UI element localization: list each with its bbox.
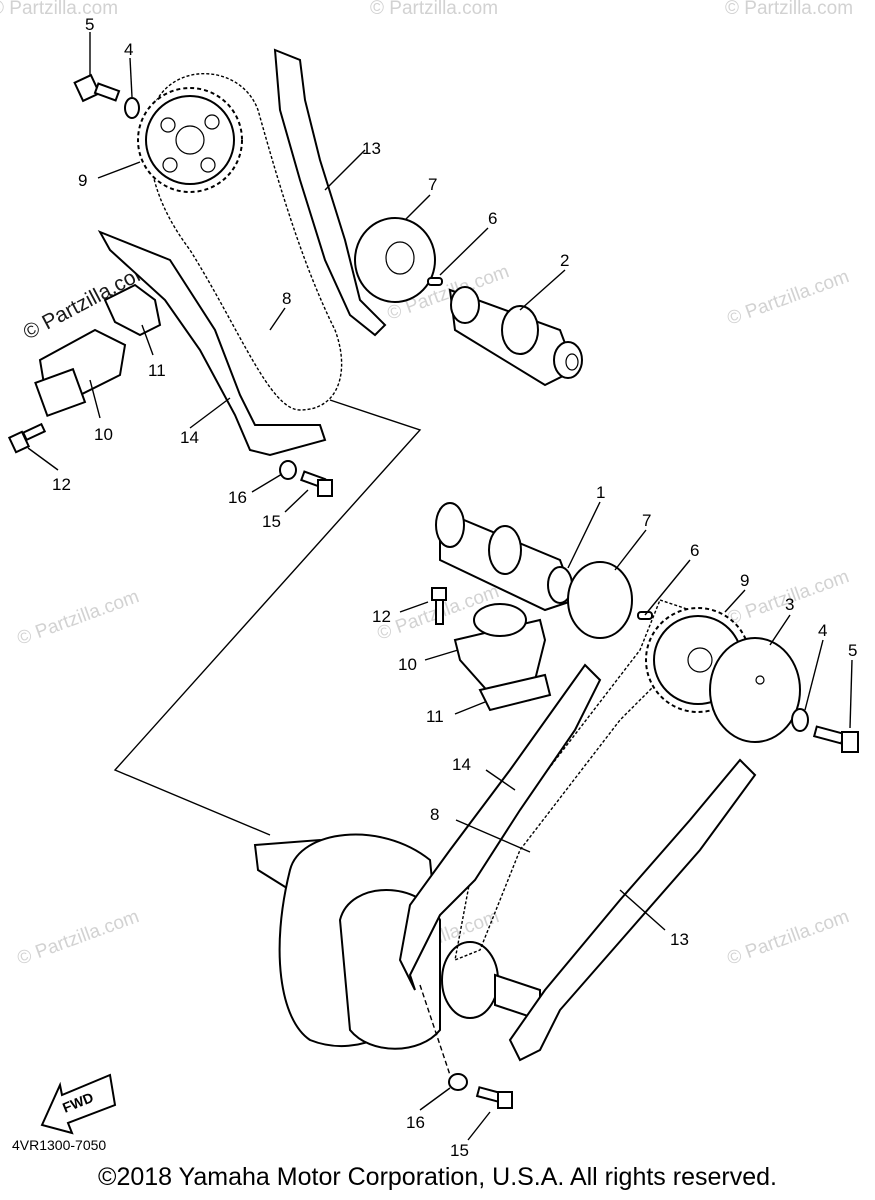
bolt-15-top (300, 470, 333, 497)
callout-6-bottom: 6 (690, 541, 699, 560)
callout-5-bottom: 5 (848, 641, 857, 660)
bolt-12-top (7, 422, 47, 454)
chain-guide-bottom (508, 758, 757, 1062)
washer-bottom (791, 708, 809, 732)
assembly-connector-line (113, 399, 422, 836)
callout-12-top: 12 (52, 475, 71, 494)
callout-14-top: 14 (180, 428, 199, 447)
copyright-notice: ©2018 Yamaha Motor Corporation, U.S.A. A… (98, 1163, 777, 1191)
callout-4-top: 4 (124, 40, 133, 59)
diagram-code: 4VR1300-7050 (12, 1137, 106, 1153)
callout-11-bottom: 11 (426, 707, 444, 726)
callout-8-bottom: 8 (430, 805, 439, 824)
callout-15-top: 15 (262, 512, 281, 531)
camshaft-top (448, 286, 583, 387)
watermark-tl: © Partzilla.com (0, 0, 118, 19)
callout-14-bottom: 14 (452, 755, 471, 774)
bolt-bottom (812, 725, 859, 753)
callout-2-top: 2 (560, 251, 569, 270)
callout-10-bottom: 10 (398, 655, 417, 674)
cam-plate-bottom (567, 561, 633, 639)
callout-13-bottom: 13 (670, 930, 689, 949)
watermark-bl: © Partzilla.com (15, 906, 142, 970)
bolt-top (73, 73, 121, 103)
fwd-arrow-icon: FWD (40, 1073, 117, 1135)
camshaft-bottom (435, 502, 577, 612)
watermark-tc: © Partzilla.com (370, 0, 498, 19)
watermark-mr: © Partzilla.com (725, 266, 852, 330)
cam-sprocket-top (137, 87, 243, 193)
callout-6-top: 6 (488, 209, 497, 228)
cam-plate-3 (709, 637, 801, 743)
cam-plate-top (354, 217, 436, 303)
callout-12-bottom: 12 (372, 607, 391, 626)
tensioner-guide-bottom (398, 663, 602, 991)
callout-15-bottom: 15 (450, 1141, 469, 1160)
cam-chain-top (148, 73, 343, 411)
callout-10-top: 10 (94, 425, 113, 444)
bolt-12-bottom (431, 587, 447, 625)
callout-8-top: 8 (282, 289, 291, 308)
watermark-ml: © Partzilla.com (15, 586, 142, 650)
camshaft-chain-exploded-diagram: © Partzilla.com © Partzilla.com © Partzi… (0, 0, 859, 1160)
washer-16-top (279, 460, 297, 480)
callout-16-bottom: 16 (406, 1113, 425, 1132)
washer-16-bottom (448, 1073, 468, 1091)
washer-top (124, 97, 140, 119)
callout-9-bottom: 9 (740, 571, 749, 590)
pin-bottom (637, 611, 653, 620)
tensioner-guide-top (97, 230, 327, 457)
gasket-bottom (478, 673, 552, 712)
callout-11-top: 11 (148, 361, 166, 380)
callout-5-top: 5 (85, 15, 94, 34)
watermark-tr: © Partzilla.com (725, 0, 853, 19)
callout-3-bottom: 3 (785, 595, 794, 614)
callout-4-bottom: 4 (818, 621, 827, 640)
pin-top (427, 277, 443, 286)
gasket-top (103, 283, 162, 337)
callout-16-top: 16 (228, 488, 247, 507)
watermark-br: © Partzilla.com (725, 906, 852, 970)
callout-9-top: 9 (78, 171, 87, 190)
callout-1-bottom: 1 (596, 483, 605, 502)
callout-7-bottom: 7 (642, 511, 651, 530)
callout-13-top: 13 (362, 139, 381, 158)
bolt-15-bottom (475, 1086, 513, 1109)
callout-7-top: 7 (428, 175, 437, 194)
chain-tensioner-top (34, 328, 127, 418)
chain-guide-top (273, 48, 387, 337)
leader-lines (27, 32, 853, 1141)
